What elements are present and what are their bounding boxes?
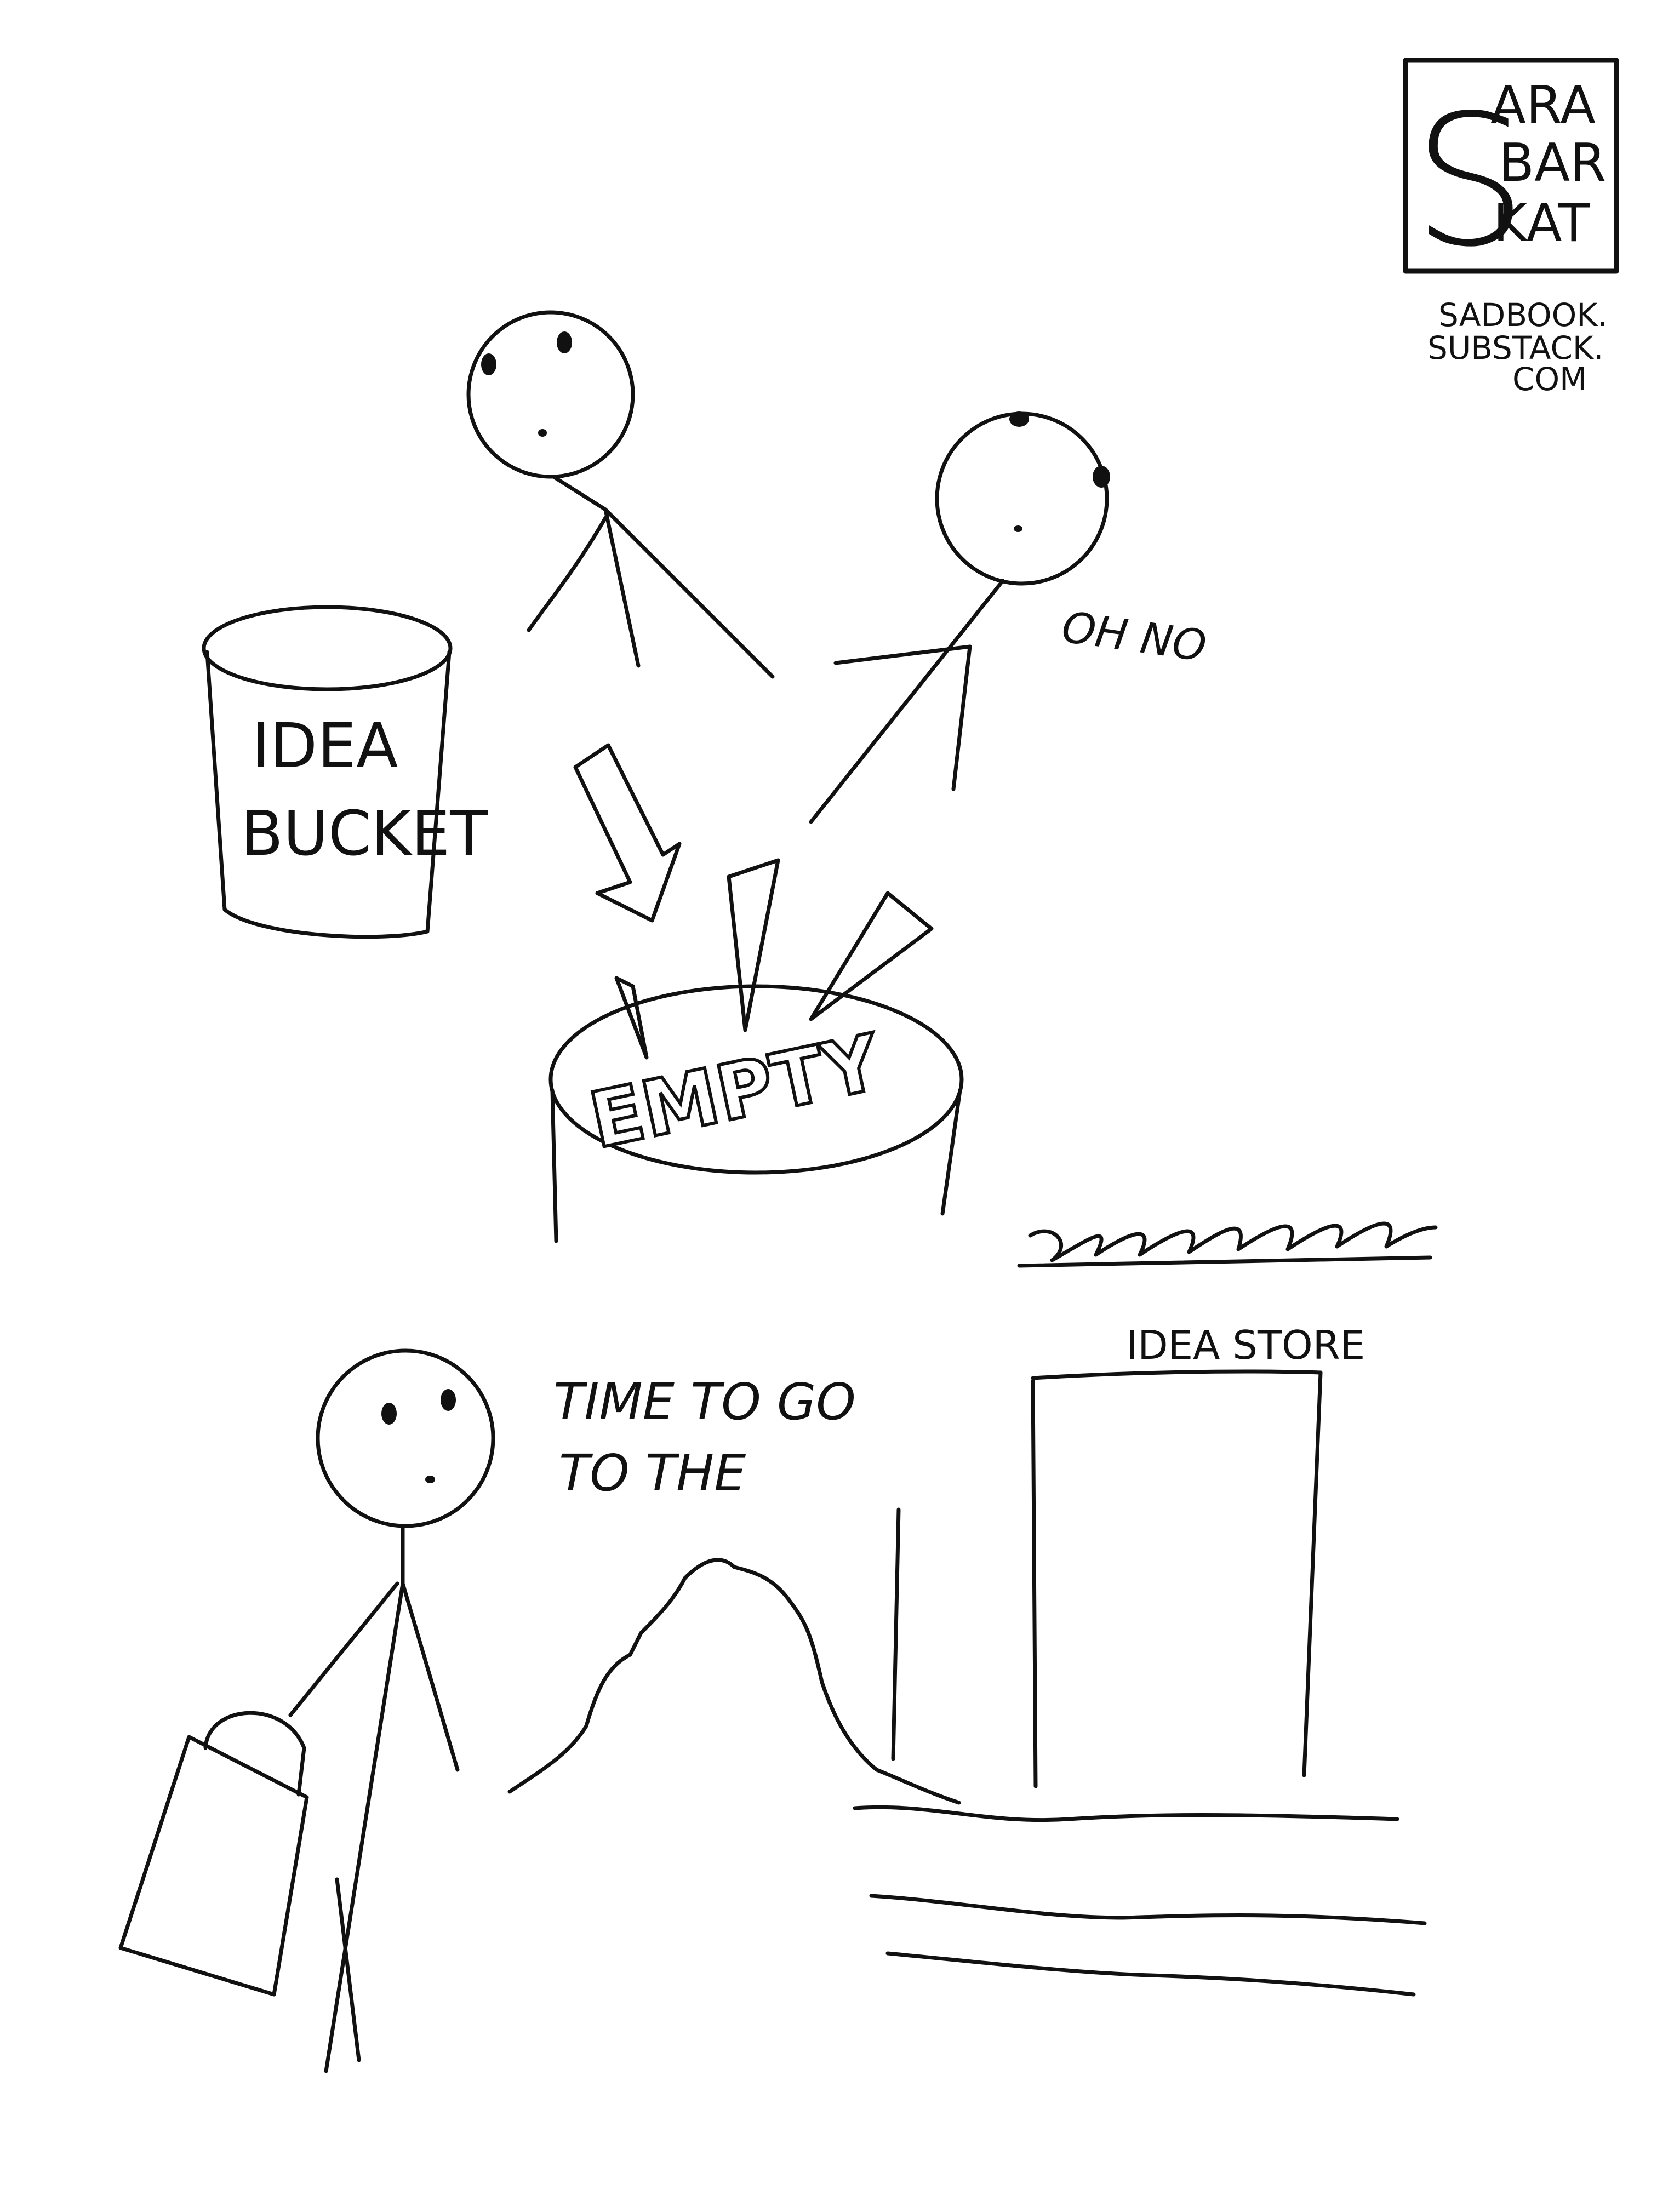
store-sign: IDEA STORE [1126,1322,1365,1368]
logo-line-2: BAR [1499,133,1606,193]
stick-figure-bottom [288,1348,495,2073]
logo-line-1: ARA [1490,76,1596,136]
stick-figure-right [809,411,1110,824]
logo-letter-s: S [1413,76,1527,287]
credit-line-2: SUBSTACK. [1427,329,1603,367]
mountain [507,1558,961,1805]
logo-line-3: KAT [1493,193,1590,254]
bucket-label-line-2: BUCKET [241,798,488,870]
speech-line-1: TIME TO GO [553,1373,856,1431]
speech-line-2: TO THE [559,1444,746,1502]
credit-line-1: SADBOOK. [1438,296,1608,334]
speech-oh-no: OH NO [1059,603,1209,672]
idea-bucket: IDEA BUCKET [202,605,488,939]
store-roof-pattern [1017,1221,1438,1268]
bucket-label-line-1: IDEA [252,711,398,782]
site-credit: SADBOOK. SUBSTACK. COM [1427,296,1608,398]
water-waves [853,1805,1427,1997]
empty-bucket: EMPTY [548,858,964,1243]
stick-figure-left [466,310,775,679]
signature-logo: S ARA BAR KAT [1403,58,1619,287]
credit-line-3: COM [1512,361,1587,398]
idea-store: IDEA STORE [891,1322,1365,1788]
empty-label: EMPTY [582,1018,888,1166]
down-arrow-icon [573,743,682,923]
carried-bucket [118,1711,309,1997]
